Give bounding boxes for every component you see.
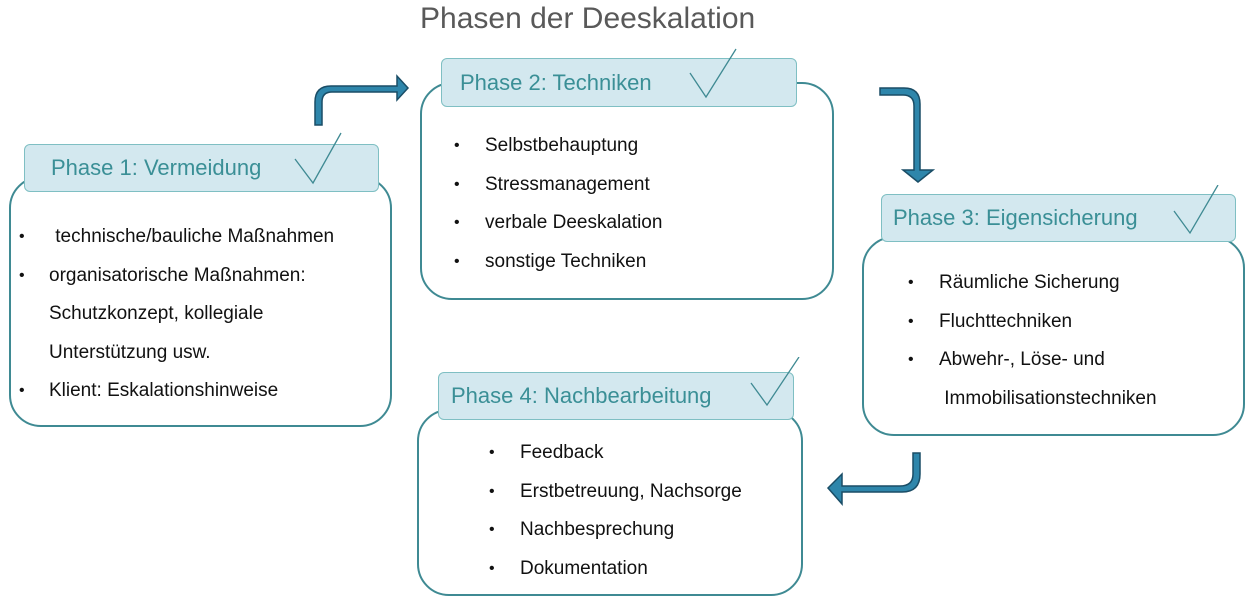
list-item: •Erstbetreuung, Nachsorge: [489, 473, 742, 512]
diagram-title: Phasen der Deeskalation: [420, 2, 756, 35]
list-item: • technische/bauliche Maßnahmen: [19, 218, 334, 257]
phase-2-list: •Selbstbehauptung •Stressmanagement •ver…: [454, 127, 662, 281]
list-item: •Abwehr-, Löse- und: [908, 341, 1157, 380]
phase-3-header: Phase 3: Eigensicherung: [881, 185, 1236, 242]
phase-3-title: Phase 3: Eigensicherung: [893, 205, 1138, 230]
bullet: •: [454, 137, 460, 154]
phase-4-title: Phase 4: Nachbearbeitung: [451, 383, 712, 408]
list-item: •sonstige Techniken: [454, 243, 662, 282]
checkmark-icon: [689, 48, 737, 99]
phase-3-list: •Räumliche Sicherung •Fluchttechniken •A…: [908, 264, 1157, 418]
bullet: •: [19, 266, 25, 284]
phase-1-list: • technische/bauliche Maßnahmen •organis…: [19, 218, 334, 411]
bullet: •: [908, 274, 914, 291]
arrow-left-icon: [826, 452, 921, 506]
checkmark-icon: [750, 357, 800, 407]
phase-1-title: Phase 1: Vermeidung: [51, 155, 262, 180]
bullet: •: [489, 444, 495, 461]
list-item: Unterstützung usw.: [49, 341, 211, 363]
bullet: •: [454, 175, 460, 193]
phase-4-box: •Feedback •Erstbetreuung, Nachsorge •Nac…: [417, 409, 803, 596]
list-item: •verbale Deeskalation: [454, 204, 662, 243]
bullet: •: [489, 521, 495, 538]
bullet: •: [489, 559, 495, 577]
phase-3-box: •Räumliche Sicherung •Fluchttechniken •A…: [862, 236, 1245, 436]
list-item: •Feedback: [489, 434, 742, 473]
list-item: •Nachbesprechung: [489, 511, 742, 550]
phase-2-box: •Selbstbehauptung •Stressmanagement •ver…: [420, 82, 834, 300]
bullet: •: [489, 482, 495, 500]
phase-4-list: •Feedback •Erstbetreuung, Nachsorge •Nac…: [489, 434, 742, 588]
checkmark-icon: [1173, 185, 1219, 235]
bullet: •: [19, 228, 25, 245]
bullet: •: [454, 214, 460, 231]
list-item: Schutzkonzept, kollegiale: [49, 303, 264, 324]
list-item: •organisatorische Maßnahmen:: [19, 257, 334, 296]
arrow-down-icon: [879, 87, 936, 183]
phase-2-title: Phase 2: Techniken: [460, 69, 652, 95]
list-item: •Selbstbehauptung: [454, 127, 662, 166]
list-item: •Räumliche Sicherung: [908, 264, 1157, 303]
arrow-right-icon: [314, 74, 410, 126]
phase-1-box: • technische/bauliche Maßnahmen •organis…: [9, 176, 392, 427]
bullet: •: [454, 252, 460, 270]
list-item: •Stressmanagement: [454, 166, 662, 205]
list-item: •Fluchttechniken: [908, 303, 1157, 342]
list-item: Immobilisationstechniken: [939, 387, 1157, 409]
bullet: •: [908, 351, 914, 368]
bullet: •: [19, 382, 25, 399]
phase-4-header: Phase 4: Nachbearbeitung: [438, 357, 800, 420]
checkmark-icon: [294, 132, 342, 185]
bullet: •: [908, 312, 914, 330]
list-item: •Klient: Eskalationshinweise: [19, 372, 334, 411]
phase-1-header: Phase 1: Vermeidung: [24, 132, 379, 192]
phase-2-header: Phase 2: Techniken: [441, 48, 797, 107]
list-item: •Dokumentation: [489, 550, 742, 589]
